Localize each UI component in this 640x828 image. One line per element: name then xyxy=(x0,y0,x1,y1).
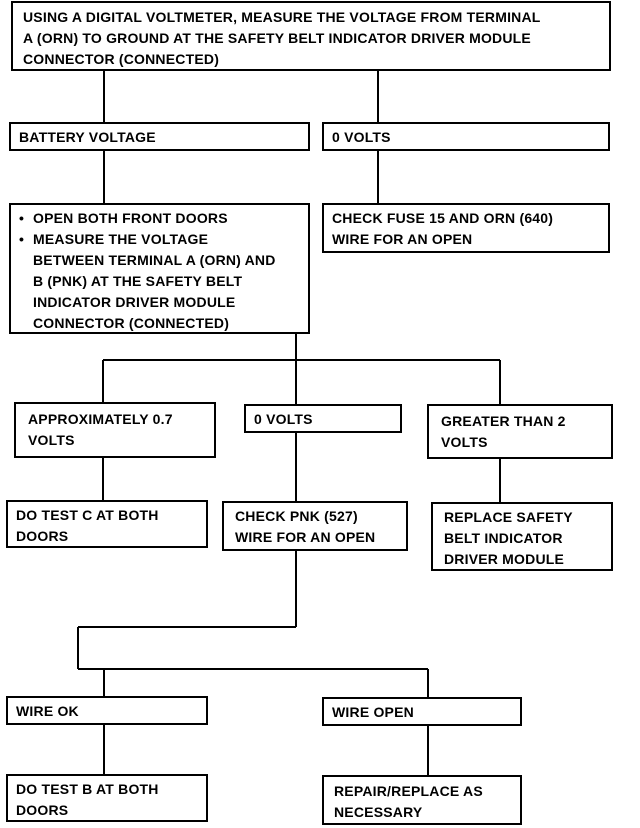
check-pnk-line-2: WIRE FOR AN OPEN xyxy=(235,529,376,545)
measure-ab-bullet-2: MEASURE THE VOLTAGE xyxy=(19,229,300,250)
start-instruction-line-2: A (ORN) TO GROUND AT THE SAFETY BELT IND… xyxy=(23,30,531,46)
approx-07-line-1: APPROXIMATELY 0.7 xyxy=(28,411,173,427)
measure-ab-line-3: BETWEEN TERMINAL A (ORN) AND xyxy=(33,252,276,268)
greater-than-2-line-1: GREATER THAN 2 xyxy=(441,413,566,429)
do-test-c-line-1: DO TEST C AT BOTH xyxy=(16,507,159,523)
replace-module-box: REPLACE SAFETY BELT INDICATOR DRIVER MOD… xyxy=(431,502,613,571)
greater-than-2-line-2: VOLTS xyxy=(441,434,488,450)
wire-open-label: WIRE OPEN xyxy=(332,704,414,720)
check-pnk-box: CHECK PNK (527) WIRE FOR AN OPEN xyxy=(222,501,408,551)
measure-ab-bullet-1: OPEN BOTH FRONT DOORS xyxy=(19,208,300,229)
check-fuse-line-1: CHECK FUSE 15 AND ORN (640) xyxy=(332,210,554,226)
wire-ok-label: WIRE OK xyxy=(16,703,79,719)
do-test-c-line-2: DOORS xyxy=(16,528,69,544)
replace-module-line-1: REPLACE SAFETY xyxy=(444,509,573,525)
greater-than-2-volts-box: GREATER THAN 2 VOLTS xyxy=(427,404,613,459)
measure-ab-line-4: B (PNK) AT THE SAFETY BELT xyxy=(33,273,243,289)
zero-volts-label-1: 0 VOLTS xyxy=(332,129,391,145)
repair-replace-line-2: NECESSARY xyxy=(334,804,423,820)
zero-volts-box-2: 0 VOLTS xyxy=(244,404,402,433)
wire-open-box: WIRE OPEN xyxy=(322,697,522,726)
do-test-b-line-1: DO TEST B AT BOTH xyxy=(16,781,159,797)
do-test-b-box: DO TEST B AT BOTH DOORS xyxy=(6,774,208,822)
check-pnk-line-1: CHECK PNK (527) xyxy=(235,508,358,524)
measure-ab-line-6: CONNECTOR (CONNECTED) xyxy=(33,315,230,331)
zero-volts-label-2: 0 VOLTS xyxy=(254,411,313,427)
approx-07-line-2: VOLTS xyxy=(28,432,75,448)
repair-replace-box: REPAIR/REPLACE AS NECESSARY xyxy=(322,775,522,825)
measure-ab-line-5: INDICATOR DRIVER MODULE xyxy=(33,294,236,310)
battery-voltage-box: BATTERY VOLTAGE xyxy=(9,122,310,151)
do-test-b-line-2: DOORS xyxy=(16,802,69,818)
approx-07-volts-box: APPROXIMATELY 0.7 VOLTS xyxy=(14,402,216,458)
start-instruction-box: USING A DIGITAL VOLTMETER, MEASURE THE V… xyxy=(11,1,611,71)
replace-module-line-2: BELT INDICATOR xyxy=(444,530,563,546)
repair-replace-line-1: REPAIR/REPLACE AS xyxy=(334,783,483,799)
measure-ab-box: OPEN BOTH FRONT DOORS MEASURE THE VOLTAG… xyxy=(9,203,310,334)
zero-volts-box-1: 0 VOLTS xyxy=(322,122,610,151)
do-test-c-box: DO TEST C AT BOTH DOORS xyxy=(6,500,208,548)
battery-voltage-label: BATTERY VOLTAGE xyxy=(19,129,156,145)
check-fuse-box: CHECK FUSE 15 AND ORN (640) WIRE FOR AN … xyxy=(322,203,610,253)
start-instruction-line-3: CONNECTOR (CONNECTED) xyxy=(23,51,220,67)
wire-ok-box: WIRE OK xyxy=(6,696,208,725)
start-instruction-line-1: USING A DIGITAL VOLTMETER, MEASURE THE V… xyxy=(23,9,541,25)
check-fuse-line-2: WIRE FOR AN OPEN xyxy=(332,231,473,247)
replace-module-line-3: DRIVER MODULE xyxy=(444,551,565,567)
